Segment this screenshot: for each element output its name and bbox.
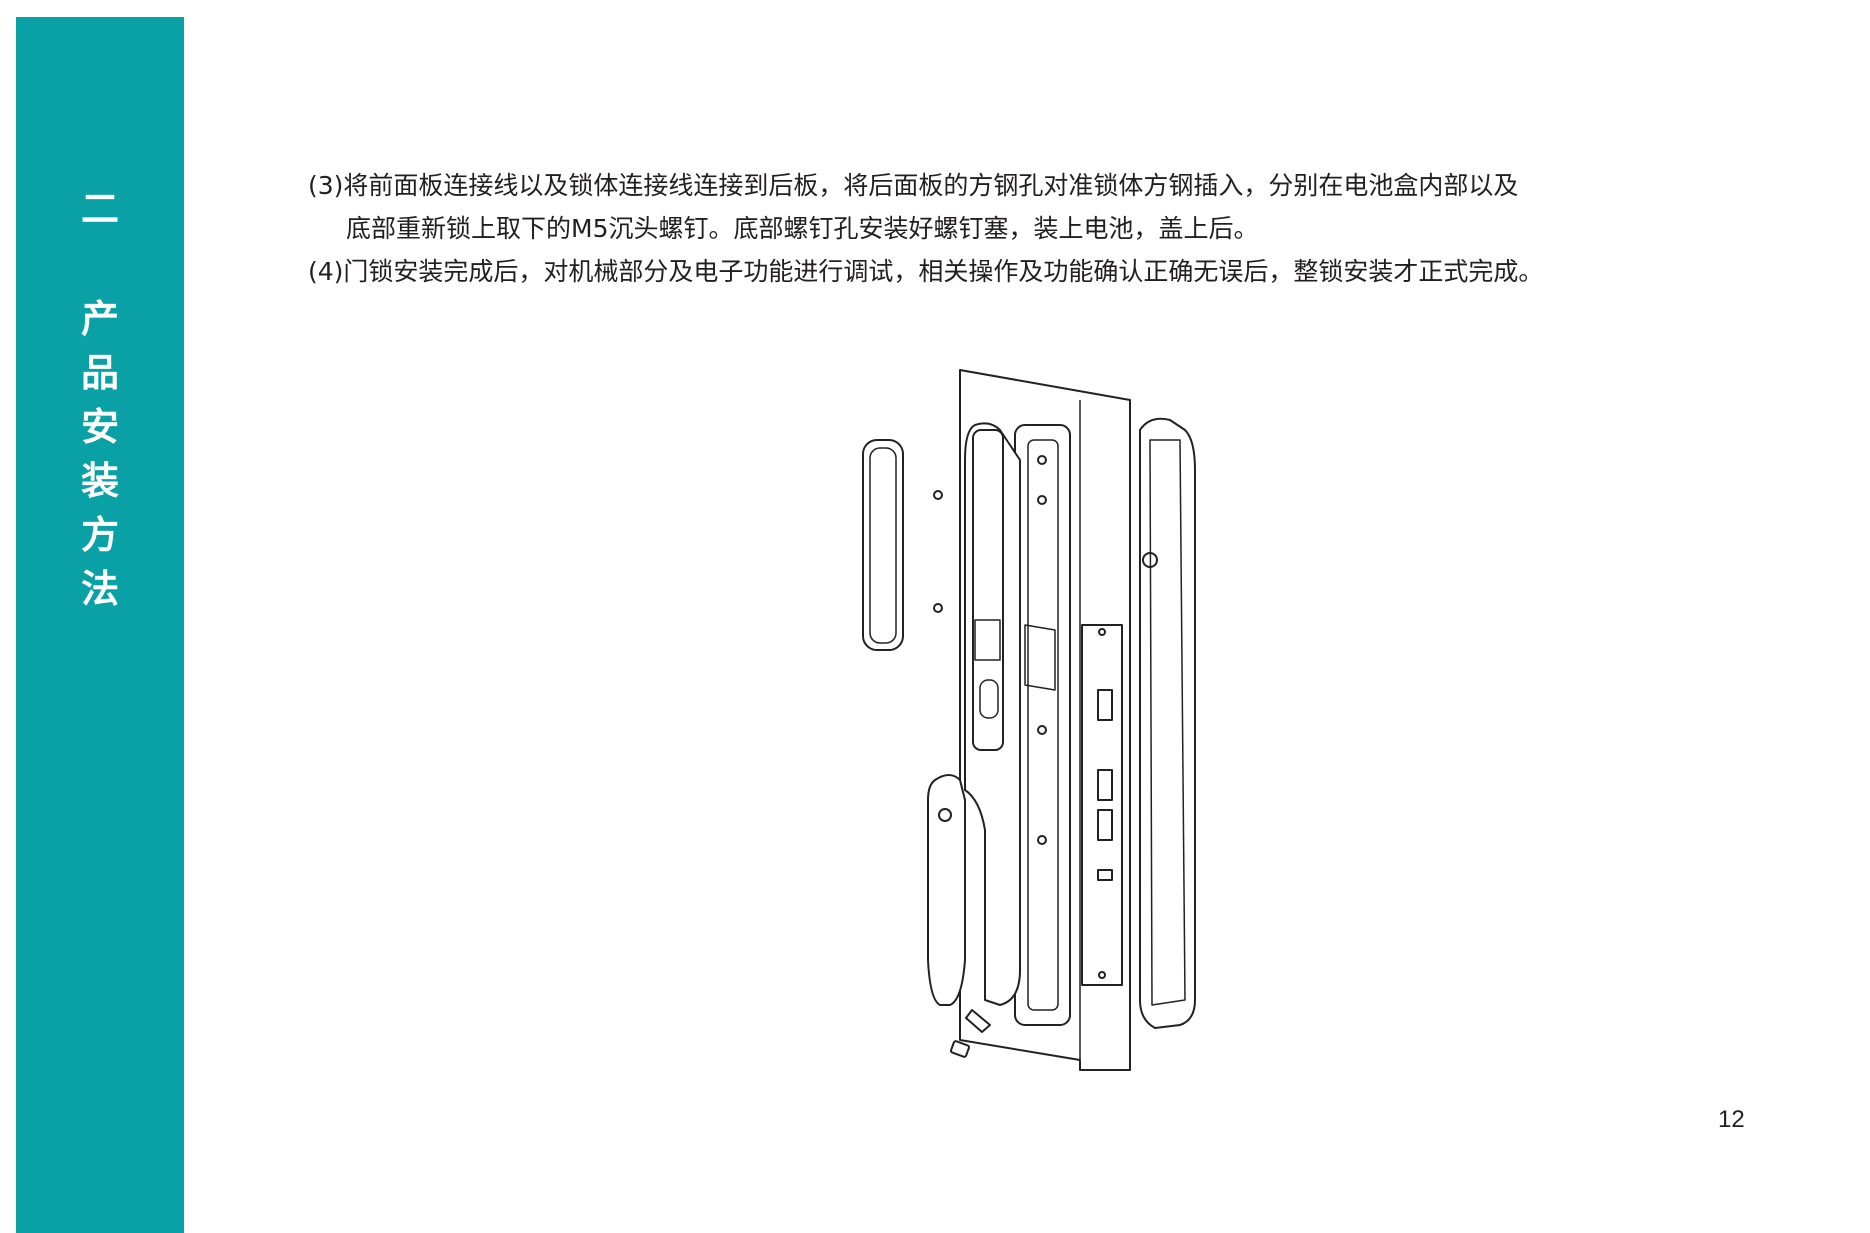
screw [933, 490, 943, 500]
step-3: (3)将前面板连接线以及锁体连接线连接到后板，将后面板的方钢孔对准锁体方钢插入，… [308, 164, 1708, 250]
step-4: (4)门锁安装完成后，对机械部分及电子功能进行调试，相关操作及功能确认正确无误后… [308, 257, 1544, 286]
mounting-hole [1037, 495, 1047, 505]
wire-harness [1024, 624, 1056, 691]
mortise-aux [1097, 869, 1113, 881]
section-title-char: 方 [80, 513, 119, 557]
section-title-char: 法 [80, 567, 119, 611]
handle-button [938, 808, 952, 822]
mortise-plate [1081, 624, 1123, 986]
mounting-hole [1037, 725, 1047, 735]
mortise-screw [1098, 628, 1106, 636]
section-title-char: 装 [80, 459, 119, 503]
screw-plug [949, 1040, 971, 1058]
mortise-bolt-lower [1097, 809, 1113, 841]
section-title-char: 品 [80, 351, 119, 395]
mortise-screw [1098, 971, 1106, 979]
instruction-text: (3)将前面板连接线以及锁体连接线连接到后板，将后面板的方钢孔对准锁体方钢插入，… [308, 164, 1708, 293]
handle [927, 774, 966, 1006]
step-3-line-2: 底部重新锁上取下的M5沉头螺钉。底部螺钉孔安装好螺钉塞，装上电池，盖上后。 [346, 214, 1259, 243]
bottom-screw [965, 1009, 991, 1033]
cover-plate-inner [869, 447, 897, 644]
section-number: 二 [80, 187, 119, 231]
back-panel-inner [1149, 439, 1186, 1006]
page-number: 12 [1718, 1106, 1745, 1133]
keyhole [979, 679, 999, 719]
section-title: 二 产 品 安 装 方 法 [16, 182, 184, 616]
mounting-plate-inner [1027, 439, 1059, 1011]
front-panel-face [972, 429, 1004, 751]
section-title-char: 产 [80, 297, 119, 341]
cover-plate [862, 439, 904, 651]
door-lock-exploded-view-icon [790, 360, 1230, 1100]
mortise-bolt-upper [1097, 769, 1113, 801]
section-sidebar: 二 产 品 安 装 方 法 [16, 17, 184, 1233]
back-panel-knob [1142, 552, 1158, 568]
mortise-latch [1097, 689, 1113, 721]
mounting-hole [1037, 455, 1047, 465]
mounting-hole [1037, 835, 1047, 845]
back-panel [1139, 417, 1196, 1029]
step-3-line-1: (3)将前面板连接线以及锁体连接线连接到后板，将后面板的方钢孔对准锁体方钢插入，… [308, 171, 1519, 200]
mounting-plate [1014, 424, 1071, 1026]
screw [933, 603, 943, 613]
section-title-char: 安 [80, 405, 119, 449]
fingerprint-reader [974, 619, 1001, 661]
